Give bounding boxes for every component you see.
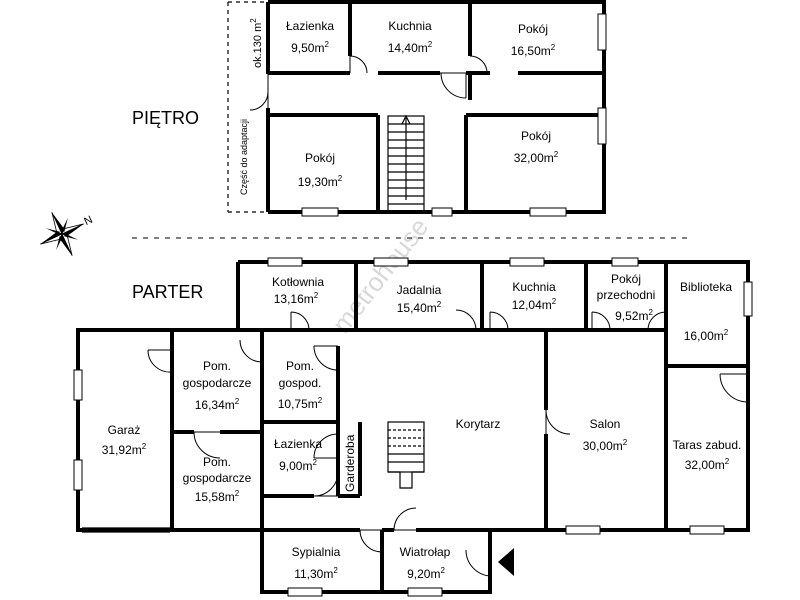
upper-side-area: ok.130 m2: [249, 18, 264, 68]
room-name-kuchnia: Kuchnia: [512, 280, 556, 294]
room-area-upper-lazienka: 9,50m2: [291, 40, 329, 55]
room-area-upper-pokoj-small: 16,50m2: [511, 43, 556, 58]
room-area-pokoj-przechodni: 9,52m2: [615, 308, 653, 323]
door-biblioteka: [647, 311, 667, 331]
window: [597, 107, 607, 145]
room-area-garaz: 31,92m2: [102, 442, 147, 457]
door-wiatrolap: [393, 507, 417, 531]
stairs-ground: [387, 421, 425, 489]
room-name-upper-pokoj-large: Pokój: [521, 129, 551, 143]
window: [407, 587, 443, 597]
room-name-pom-gospod: Pom.: [286, 359, 314, 373]
door-upper-pokoj-small: [469, 55, 490, 74]
room-area-jadalnia: 15,40m2: [397, 300, 442, 315]
room-name-upper-kuchnia: Kuchnia: [388, 19, 432, 33]
door-kotlownia: [290, 311, 310, 331]
window: [301, 207, 339, 217]
room-area-pom-gosp-1: 16,34m2: [195, 397, 240, 412]
door-taras: [719, 373, 749, 403]
door-upper-kuchnia: [349, 55, 368, 74]
room-name-lazienka: Łazienka: [274, 437, 322, 451]
door-upper-side: [249, 74, 269, 111]
window: [597, 13, 607, 51]
door-pom-gosp-upper: [239, 334, 263, 363]
room-area-kotlownia: 13,16m2: [274, 291, 319, 306]
room-area-taras: 32,00m2: [685, 457, 730, 472]
room-area-pom-gospod: 10,75m2: [278, 396, 323, 411]
door-pom-gosp: [193, 431, 221, 459]
door-lazienka: [313, 433, 339, 459]
room-area-wiatrolap: 9,20m2: [407, 566, 445, 581]
door-jadalnia: [455, 309, 477, 331]
room-name-pokoj-przechodni-2: przechodni: [597, 288, 656, 302]
window: [565, 525, 601, 535]
stairs-upper: [387, 114, 425, 213]
room-area-biblioteka: 16,00m2: [684, 328, 729, 343]
room-name-garderoba: Garderoba: [343, 434, 357, 492]
door-kuchnia: [489, 311, 509, 331]
window: [267, 257, 303, 267]
room-area-sypialnia: 11,30m2: [294, 566, 338, 581]
door-salon: [545, 409, 571, 435]
room-name-biblioteka: Biblioteka: [680, 280, 732, 294]
window: [529, 207, 567, 217]
window: [611, 257, 639, 267]
room-name-upper-pokoj-small: Pokój: [518, 22, 548, 36]
window: [373, 257, 409, 267]
room-name-wiatrolap: Wiatrołap: [400, 545, 451, 559]
door-lazienka-lower: [313, 471, 339, 497]
room-area-pom-gosp-2: 15,58m2: [195, 489, 240, 504]
door-garaz: [147, 349, 173, 373]
room-area-upper-pokoj-left: 19,30m2: [298, 174, 343, 189]
room-area-upper-pokoj-large: 32,00m2: [514, 150, 559, 165]
door-sypialnia: [359, 529, 383, 553]
window: [73, 369, 83, 401]
upper-floor: Łazienka 9,50m2 Kuchnia 14,40m2 Pokój 16…: [227, 0, 607, 217]
door-pom-gospod: [313, 345, 339, 371]
room-name-taras: Taras zabud.: [673, 438, 742, 452]
window: [73, 459, 83, 491]
watermark: metrohouse: [326, 212, 434, 339]
window: [743, 281, 753, 317]
room-area-lazienka: 9,00m2: [279, 458, 317, 473]
window: [287, 587, 323, 597]
room-area-salon: 30,00m2: [583, 438, 628, 453]
door-upper-pokoj: [440, 72, 467, 99]
room-name-pokoj-przechodni: Pokój: [611, 272, 641, 286]
room-name-pom-gosp-1-2: gospodarcze: [183, 376, 252, 390]
room-name-upper-pokoj-left: Pokój: [305, 151, 335, 165]
window: [689, 525, 725, 535]
room-name-salon: Salon: [590, 417, 621, 431]
window: [431, 207, 453, 217]
room-area-kuchnia: 12,04m2: [512, 297, 557, 312]
floor-label-ground: PARTER: [132, 282, 203, 302]
room-name-kotlownia: Kotłownia: [272, 275, 324, 289]
ground-floor: Kotłownia 13,16m2 Jadalnia 15,40m2 Kuchn…: [73, 257, 753, 597]
compass-rose-icon: [40, 212, 84, 256]
compass-north-label: N: [82, 214, 94, 228]
window: [509, 257, 545, 267]
door-pokoj-przechodni: [591, 311, 611, 331]
entrance-arrow-icon: [498, 548, 514, 576]
room-name-korytarz: Korytarz: [456, 417, 501, 431]
room-name-garaz: Garaż: [108, 423, 141, 437]
room-name-sypialnia: Sypialnia: [292, 545, 341, 559]
room-name-jadalnia: Jadalnia: [397, 283, 442, 297]
room-name-pom-gosp-2: Pom.: [203, 455, 231, 469]
room-area-upper-kuchnia: 14,40m2: [388, 40, 433, 55]
room-name-pom-gospod-2: gospod.: [279, 376, 322, 390]
room-name-pom-gosp-1: Pom.: [203, 359, 231, 373]
floor-label-upper: PIĘTRO: [132, 108, 199, 128]
upper-side-note: Część do adaptacji: [239, 119, 249, 195]
room-name-upper-lazienka: Łazienka: [286, 19, 334, 33]
room-name-pom-gosp-2-2: gospodarcze: [183, 471, 252, 485]
door-entrance: [465, 548, 491, 577]
